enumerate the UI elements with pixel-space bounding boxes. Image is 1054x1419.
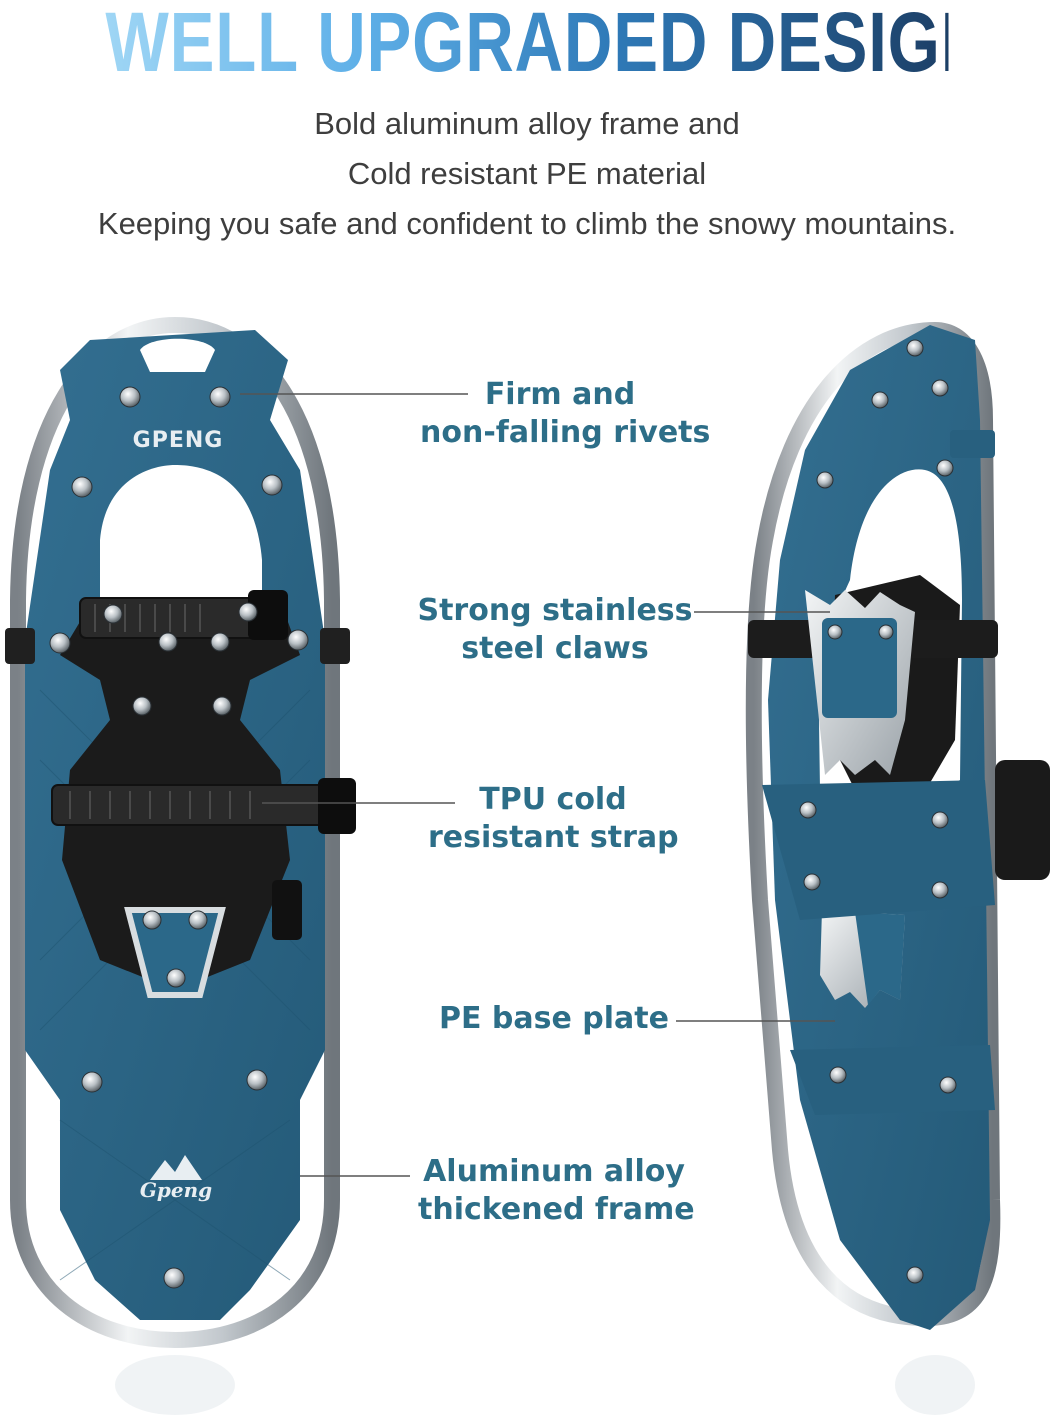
callout-rivets-line1: Firm and [484, 377, 636, 412]
right-reflection [895, 1355, 975, 1415]
left-frame [9, 316, 340, 1349]
right-claw-mount [822, 618, 897, 718]
callout-leader-lines [240, 393, 835, 1177]
left-strap-buckle [318, 778, 356, 834]
left-deck-logo: GPENG [133, 428, 224, 453]
right-rivets [799, 339, 957, 1284]
callout-base-plate: PE base plate [438, 1000, 670, 1038]
right-side-buckle [995, 760, 1050, 880]
left-binding [51, 590, 356, 990]
left-frame-clamp [5, 628, 35, 664]
left-deck-opening [100, 465, 262, 640]
left-snowshoe: GPENG Gpeng [5, 316, 356, 1349]
left-rivets [49, 386, 309, 1289]
right-band [790, 1045, 995, 1115]
callout-frame-line1: Aluminum alloy [423, 1154, 685, 1189]
left-heel-plate [124, 907, 226, 998]
callout-frame-line2: thickened frame [418, 1192, 695, 1227]
callout-claws: Strong stainless steel claws [416, 592, 694, 668]
left-tpu-strap [51, 784, 353, 826]
left-frame-clamp [320, 628, 350, 664]
callout-rivets: Firm and non-falling rivets [420, 376, 711, 452]
subtitle-line-3: Keeping you safe and confident to climb … [97, 206, 957, 241]
right-frame [745, 321, 1001, 1327]
left-heel-buckle [272, 880, 302, 940]
subtitle-line-1: Bold aluminum alloy frame and [314, 106, 740, 141]
left-toe-buckle [248, 590, 288, 640]
callout-rivets-line2: non-falling rivets [420, 415, 711, 450]
subtitle-line-2: Cold resistant PE material [347, 156, 707, 191]
callout-base-plate-line1: PE base plate [439, 1001, 669, 1036]
right-band [762, 780, 995, 920]
callout-claws-line1: Strong stainless [417, 593, 693, 628]
callout-strap: TPU cold resistant strap [428, 781, 679, 857]
mountain-logo-icon [150, 1155, 202, 1180]
left-toe-hole [140, 338, 215, 372]
page-headline: WELL UPGRADED DESIGN [105, 0, 989, 91]
callout-strap-line1: TPU cold [479, 782, 627, 817]
right-snowshoe [745, 321, 1050, 1330]
callout-frame: Aluminum alloy thickened frame [418, 1153, 695, 1229]
callout-strap-line2: resistant strap [428, 820, 679, 855]
left-reflection [115, 1355, 235, 1415]
callout-claws-line2: steel claws [461, 631, 649, 666]
left-tail-logo: Gpeng [140, 1178, 212, 1202]
